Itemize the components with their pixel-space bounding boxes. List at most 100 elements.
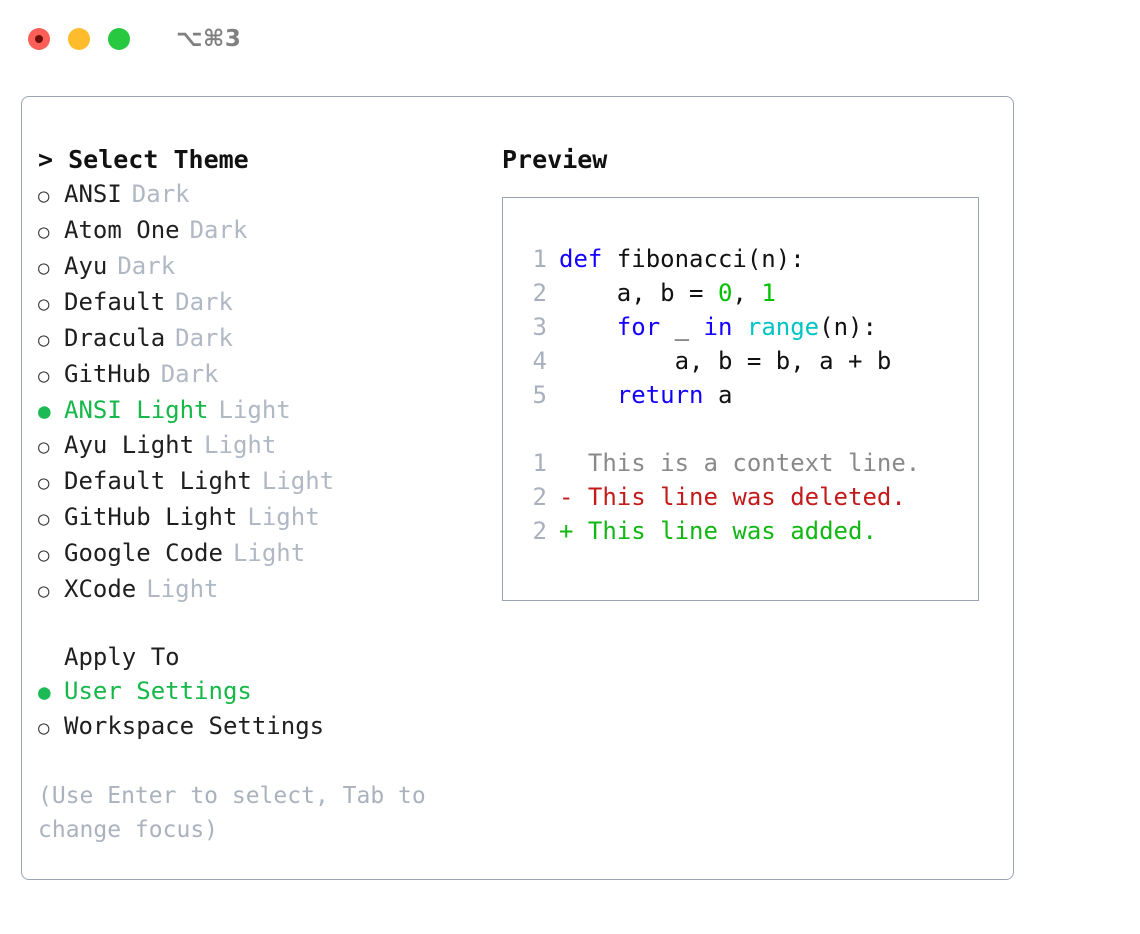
- code-token-num: 0: [717, 279, 733, 307]
- code-token-pl: [732, 313, 746, 341]
- code-token-pl: fibonacci(n):: [602, 245, 805, 273]
- diff-sign: +: [559, 517, 574, 545]
- code-line-text: for _ in range(n):: [559, 310, 877, 344]
- radio-selected-icon[interactable]: ●: [38, 680, 51, 704]
- theme-option-kind-badge: Dark: [175, 288, 233, 316]
- code-token-pl: a: [703, 381, 733, 409]
- code-token-kw: for: [616, 313, 661, 341]
- radio-unselected-icon[interactable]: ○: [38, 472, 50, 494]
- theme-option-kind-badge: Dark: [189, 216, 248, 244]
- theme-option-xcode[interactable]: ○ XCode Light: [38, 572, 498, 608]
- maximize-window-button[interactable]: [108, 28, 130, 50]
- diff-line: 2+ This line was added.: [521, 514, 978, 548]
- theme-option-kind-badge: Light: [247, 503, 320, 531]
- radio-unselected-icon[interactable]: ○: [38, 436, 50, 458]
- code-line: 1 def fibonacci(n):: [521, 242, 978, 276]
- theme-option-label: Dracula: [64, 324, 166, 352]
- theme-option-kind-badge: Light: [232, 539, 306, 567]
- theme-option-github[interactable]: ○ GitHub Dark: [38, 357, 498, 393]
- radio-unselected-icon[interactable]: ○: [38, 580, 50, 602]
- radio-unselected-icon[interactable]: ○: [38, 221, 50, 243]
- diff-line: 1 This is a context line.: [521, 446, 978, 480]
- theme-option-default-light[interactable]: ○ Default Light Light: [38, 464, 498, 500]
- apply-to-option-list: ● User Settings ○ Workspace Settings: [38, 674, 498, 745]
- line-number: 1: [532, 245, 547, 273]
- theme-option-label: XCode: [64, 575, 137, 603]
- radio-unselected-icon[interactable]: ○: [38, 257, 50, 279]
- diff-sign: -: [559, 483, 574, 511]
- theme-option-kind-badge: Light: [204, 431, 277, 459]
- theme-option-label: Default: [64, 288, 166, 316]
- code-token-pl: a, b =: [559, 279, 718, 307]
- code-token-pl: ,: [732, 279, 762, 307]
- theme-option-label: Default Light: [64, 467, 252, 495]
- line-number: 2: [532, 279, 547, 307]
- theme-option-kind-badge: Dark: [175, 324, 233, 352]
- close-window-button[interactable]: [28, 28, 50, 50]
- apply-to-option-workspace-settings[interactable]: ○ Workspace Settings: [38, 709, 498, 745]
- diff-line-number: 1: [532, 449, 547, 477]
- code-token-pl: a, b = b, a + b: [559, 347, 892, 375]
- theme-option-label: Ayu Light: [64, 431, 195, 459]
- radio-unselected-icon[interactable]: ○: [38, 293, 50, 315]
- theme-option-kind-badge: Light: [218, 396, 291, 424]
- code-line-text: def fibonacci(n):: [559, 242, 805, 276]
- code-token-kw: def: [559, 245, 603, 273]
- theme-option-label: Ayu: [64, 252, 108, 280]
- radio-unselected-icon[interactable]: ○: [38, 544, 50, 566]
- line-number: 4: [532, 347, 547, 375]
- theme-option-default[interactable]: ○ Default Dark: [38, 285, 498, 321]
- theme-option-google-code[interactable]: ○ Google Code Light: [38, 536, 498, 572]
- code-line-text: a, b = b, a + b: [559, 344, 892, 378]
- line-number: 3: [532, 313, 547, 341]
- theme-option-ayu-light[interactable]: ○ Ayu Light Light: [38, 428, 498, 464]
- apply-to-option-label: User Settings: [64, 677, 252, 705]
- radio-unselected-icon[interactable]: ○: [38, 717, 50, 739]
- code-token-kw: return: [616, 381, 704, 409]
- radio-unselected-icon[interactable]: ○: [38, 508, 50, 530]
- diff-sample: 1 This is a context line.2- This line wa…: [521, 446, 978, 548]
- code-token-pl: _: [660, 313, 704, 341]
- apply-to-option-label: Workspace Settings: [64, 712, 325, 740]
- radio-selected-icon[interactable]: ●: [38, 399, 51, 423]
- diff-line-number: 2: [532, 483, 547, 511]
- window-title: ⌥⌘3: [176, 26, 242, 52]
- theme-option-kind-badge: Light: [146, 575, 219, 603]
- diff-line-text: This line was deleted.: [573, 483, 906, 511]
- diff-line: 2- This line was deleted.: [521, 480, 978, 514]
- theme-option-label: Google Code: [64, 539, 223, 567]
- theme-option-atom-one[interactable]: ○ Atom One Dark: [38, 213, 498, 249]
- theme-option-kind-badge: Dark: [131, 180, 190, 208]
- code-token-pl: (n):: [819, 313, 877, 341]
- traffic-lights: [28, 28, 130, 50]
- radio-unselected-icon[interactable]: ○: [38, 185, 50, 207]
- theme-option-dracula[interactable]: ○ Dracula Dark: [38, 321, 498, 357]
- diff-line-text: This line was added.: [573, 517, 877, 545]
- code-line: 2 a, b = 0, 1: [521, 276, 978, 310]
- theme-option-label: Atom One: [64, 216, 180, 244]
- apply-to-option-user-settings[interactable]: ● User Settings: [38, 674, 498, 709]
- theme-option-kind-badge: Dark: [160, 360, 219, 388]
- code-token-pl: [559, 313, 617, 341]
- radio-unselected-icon[interactable]: ○: [38, 365, 50, 387]
- radio-unselected-icon[interactable]: ○: [38, 329, 50, 351]
- code-token-pl: [559, 381, 617, 409]
- theme-option-label: GitHub: [64, 360, 151, 388]
- code-line: 4 a, b = b, a + b: [521, 344, 978, 378]
- minimize-window-button[interactable]: [68, 28, 90, 50]
- title-bar: ⌥⌘3: [0, 0, 1140, 78]
- apply-to-title: Apply To: [64, 643, 180, 671]
- theme-option-kind-badge: Light: [261, 467, 335, 495]
- keyboard-hint-text: (Use Enter to select, Tab to change focu…: [38, 783, 440, 843]
